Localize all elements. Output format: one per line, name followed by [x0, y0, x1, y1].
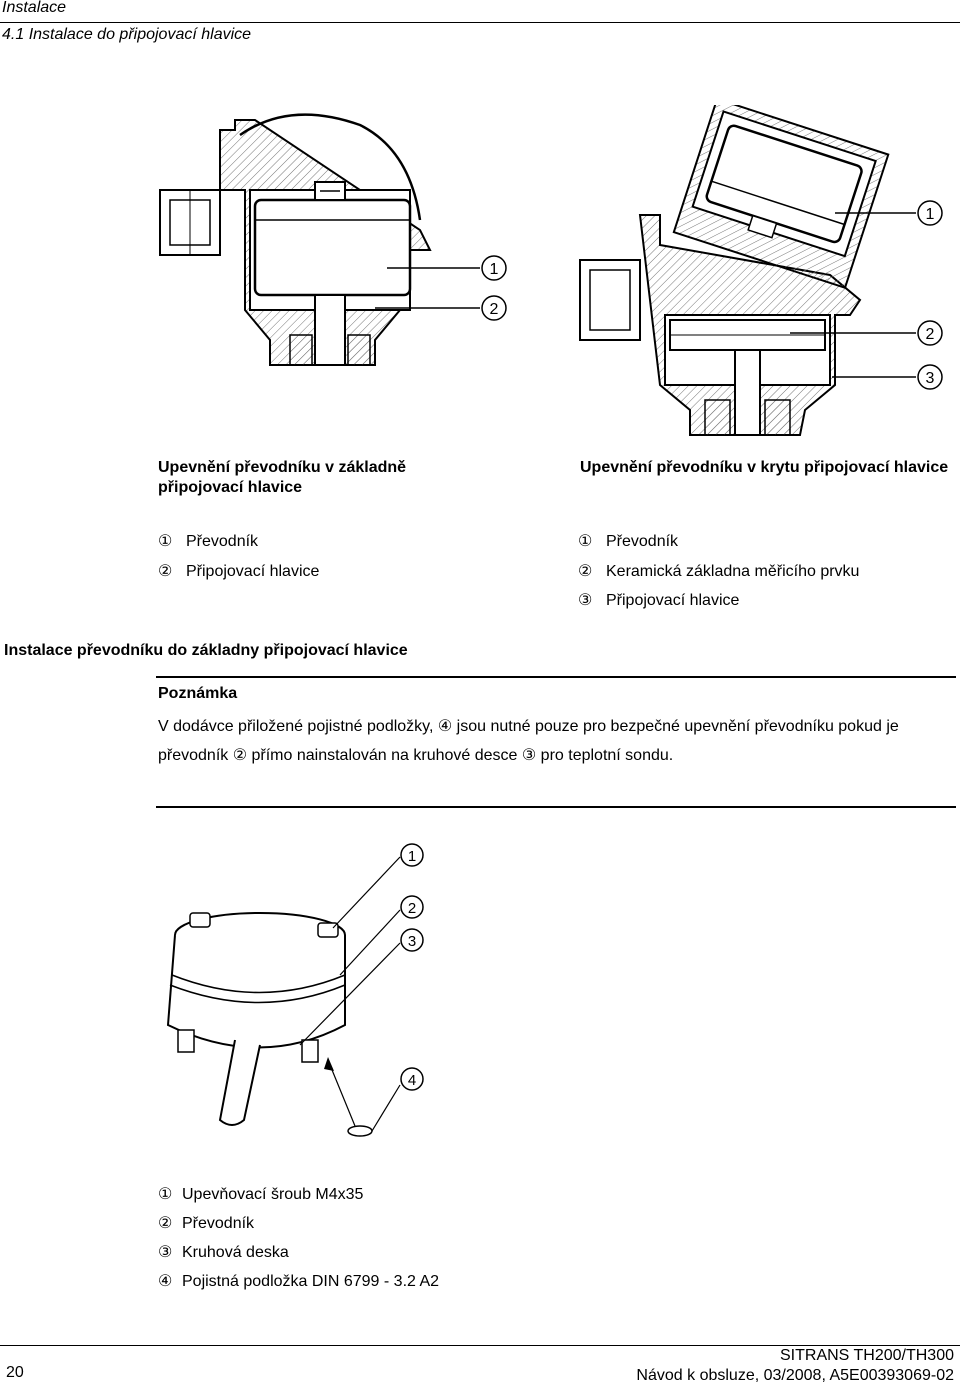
legend-item: ③ Kruhová deska [158, 1238, 658, 1267]
bottom-callout-1: 1 [408, 848, 416, 865]
note-bottom-rule [156, 806, 956, 808]
legend-number: ② [158, 1215, 173, 1232]
bottom-legend: ① Upevňovací šroub M4x35 ② Převodník ③ K… [158, 1180, 658, 1296]
transmitter-mount-drawing: 1 2 3 4 [166, 843, 424, 1137]
legend-number: ③ [578, 592, 593, 609]
legend-text: Převodník [182, 1215, 255, 1232]
legend-text: Převodník [606, 533, 679, 550]
legend-number: ② [578, 562, 593, 580]
right-legend: ① Převodník ② Keramická základna měřicíh… [578, 527, 948, 616]
product-name: SITRANS TH200/TH300 [780, 1347, 954, 1364]
legend-number: ② [158, 562, 173, 580]
note-top-rule [156, 676, 956, 678]
legend-item: ① Převodník [578, 527, 948, 557]
legend-item: ② Připojovací hlavice [158, 557, 538, 587]
right-callout-3: 3 [926, 370, 935, 387]
legend-text: Kruhová deska [182, 1244, 289, 1261]
section-title: 4.1 Instalace do připojovací hlavice [2, 26, 252, 43]
header-divider [0, 22, 960, 23]
bottom-callout-2: 2 [408, 900, 416, 917]
legend-text: Upevňovací šroub M4x35 [182, 1186, 364, 1203]
left-callout-2: 2 [490, 301, 499, 318]
legend-item: ③ Připojovací hlavice [578, 586, 948, 616]
right-callout-2: 2 [926, 326, 935, 343]
chapter-title: Instalace [2, 0, 67, 16]
legend-item: ① Převodník [158, 527, 538, 557]
legend-text: Pojistná podložka DIN 6799 - 3.2 A2 [182, 1273, 440, 1290]
left-callout-1: 1 [490, 261, 499, 278]
legend-text: Keramická základna měřicího prvku [606, 562, 860, 580]
install-heading: Instalace převodníku do základny připojo… [4, 642, 408, 659]
bottom-callout-3: 3 [408, 933, 416, 950]
bottom-callout-4: 4 [408, 1072, 416, 1089]
legend-text: Připojovací hlavice [606, 592, 740, 609]
legend-text: Převodník [186, 533, 259, 550]
left-figure-caption: Upevnění převodníku v základně připojova… [158, 459, 407, 496]
right-callout-1: 1 [926, 206, 935, 223]
footer-divider [0, 1345, 960, 1346]
page-number: 20 [6, 1364, 24, 1381]
legend-number: ④ [158, 1273, 173, 1290]
legend-number: ① [578, 533, 593, 550]
legend-item: ② Převodník [158, 1209, 658, 1238]
footer-info: SITRANS TH200/TH300 Návod k obsluze, 03/… [636, 1346, 954, 1386]
note-title: Poznámka [158, 685, 238, 702]
legend-text: Připojovací hlavice [186, 562, 320, 580]
document-id: Návod k obsluze, 03/2008, A5E00393069-02 [636, 1367, 954, 1384]
right-figure-caption: Upevnění převodníku v krytu připojovací … [580, 459, 949, 476]
legend-number: ① [158, 533, 173, 550]
legend-item: ① Upevňovací šroub M4x35 [158, 1180, 658, 1209]
note-body: V dodávce přiložené pojistné podložky, ④… [158, 718, 899, 764]
left-legend: ① Převodník ② Připojovací hlavice [158, 527, 538, 586]
legend-item: ② Keramická základna měřicího prvku [578, 557, 948, 587]
legend-number: ③ [158, 1244, 173, 1261]
left-head-drawing: 1 2 [159, 113, 507, 366]
legend-item: ④ Pojistná podložka DIN 6799 - 3.2 A2 [158, 1267, 658, 1296]
legend-number: ① [158, 1186, 173, 1203]
right-head-drawing: 1 2 3 [579, 105, 943, 436]
